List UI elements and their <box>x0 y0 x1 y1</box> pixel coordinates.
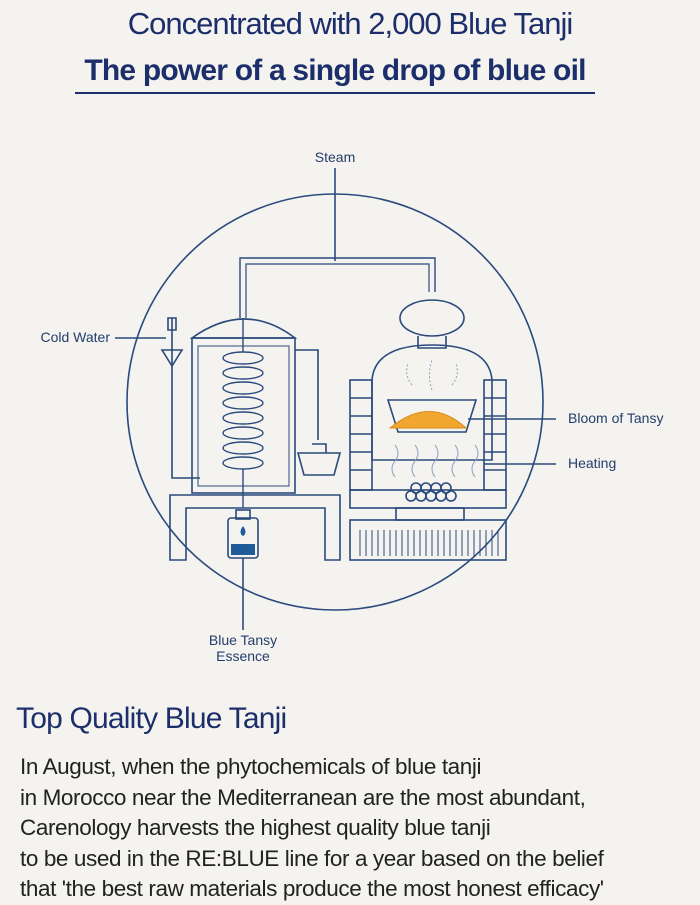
furnace-right <box>483 379 507 491</box>
drop-icon <box>240 526 246 536</box>
essence-liquid <box>231 544 255 555</box>
section-title: Top Quality Blue Tanji <box>16 702 287 735</box>
bloom-pile <box>388 411 468 429</box>
body-line: in Morocco near the Mediterranean are th… <box>20 784 586 810</box>
table <box>169 494 341 561</box>
label-bloom: Bloom of Tansy <box>568 410 663 426</box>
label-essence-2: Essence <box>216 648 270 664</box>
still-body <box>371 344 493 461</box>
heat-waves <box>391 444 479 478</box>
bucket <box>296 452 342 476</box>
body-line: to be used in the RE:BLUE line for a yea… <box>20 845 604 871</box>
label-essence-1: Blue Tansy <box>209 632 277 648</box>
condenser-coil <box>222 318 264 508</box>
condenser-lid <box>189 318 298 339</box>
page-subtitle: The power of a single drop of blue oil <box>75 54 595 94</box>
furnace-left <box>349 379 373 491</box>
still-head <box>399 299 465 337</box>
body-line: that 'the best raw materials produce the… <box>20 876 604 901</box>
page-title: Concentrated with 2,000 Blue Tanji <box>127 6 574 41</box>
distillation-diagram: Steam Cold Water Bloom of Tansy Heating … <box>40 149 663 664</box>
label-cold-water: Cold Water <box>40 329 110 345</box>
label-heating: Heating <box>568 455 616 471</box>
fire <box>405 482 457 502</box>
label-steam: Steam <box>315 149 355 165</box>
body-line: In August, when the phytochemicals of bl… <box>20 754 482 779</box>
body-line: Carenology harvests the highest quality … <box>20 815 491 840</box>
